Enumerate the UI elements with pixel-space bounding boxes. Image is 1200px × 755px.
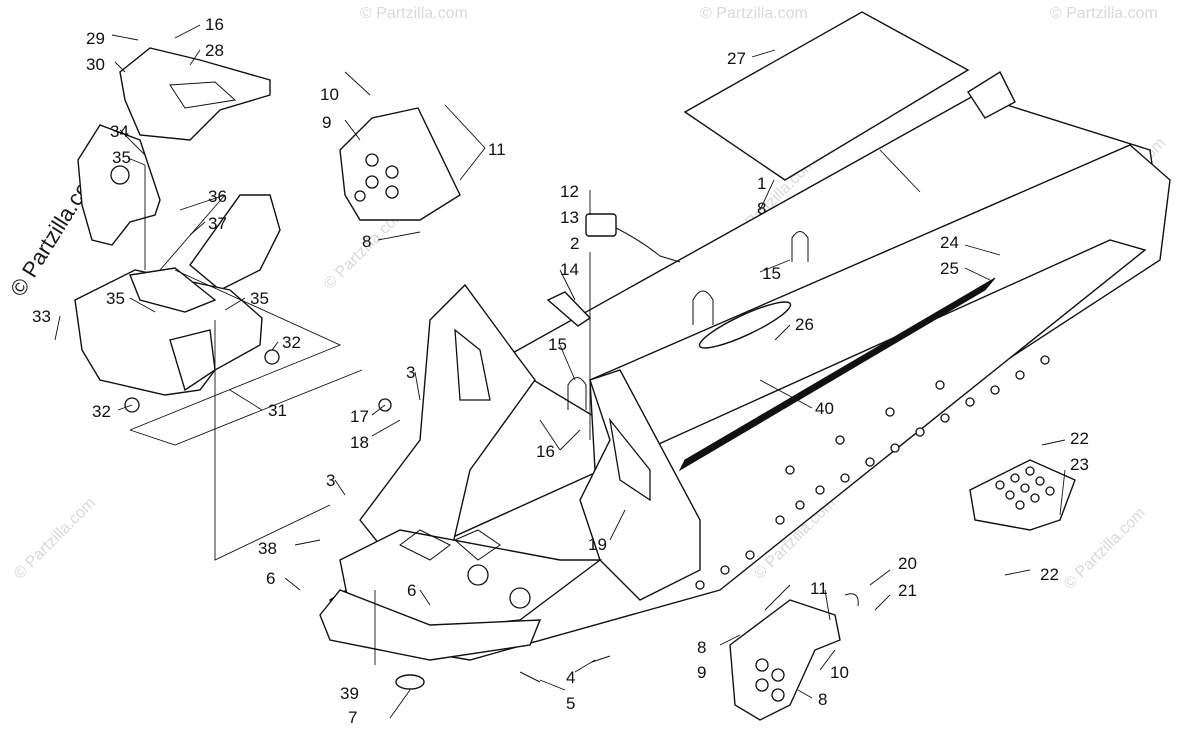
- foot-grip-part: [969, 459, 1076, 531]
- callout-10: 10: [320, 85, 339, 104]
- callout-3: 3: [406, 363, 415, 382]
- callout-6: 6: [407, 581, 416, 600]
- callout-22: 22: [1040, 565, 1059, 584]
- callout-38: 38: [258, 539, 277, 558]
- callout-8: 8: [697, 638, 706, 657]
- tunnel-plate-part: [683, 11, 970, 181]
- callout-31: 31: [268, 401, 287, 420]
- callout-15: 15: [548, 335, 567, 354]
- callout-8: 8: [362, 232, 371, 251]
- callout-12: 12: [560, 182, 579, 201]
- callout-28: 28: [205, 41, 224, 60]
- module-cable: [615, 227, 681, 263]
- callout-6: 6: [266, 569, 275, 588]
- leader-lines: [54, 24, 1066, 719]
- watermark-tile: © Partzilla.com: [700, 5, 808, 22]
- callout-13: 13: [560, 208, 579, 227]
- callout-8: 8: [818, 690, 827, 709]
- callout-34: 34: [110, 122, 129, 141]
- watermark-tile: © Partzilla.com: [11, 495, 99, 583]
- callout-29: 29: [86, 29, 105, 48]
- watermark-tile: © Partzilla.com: [1050, 5, 1158, 22]
- callout-labels: 27 1 8 15 26 24 25 40 22 23 22 20 21 19 …: [32, 15, 1089, 727]
- callout-9: 9: [697, 663, 706, 682]
- callout-35: 35: [112, 148, 131, 167]
- callout-9: 9: [322, 113, 331, 132]
- u-bolt-part: [567, 377, 587, 410]
- callout-40: 40: [815, 399, 834, 418]
- electrical-module-part: [585, 213, 617, 237]
- callout-8: 8: [757, 199, 766, 218]
- callout-26: 26: [795, 315, 814, 334]
- callout-30: 30: [86, 55, 105, 74]
- callout-18: 18: [350, 433, 369, 452]
- callout-11: 11: [488, 140, 506, 159]
- callout-19: 19: [588, 535, 607, 554]
- callout-37: 37: [208, 214, 227, 233]
- nut-part: [264, 349, 280, 365]
- footrest-upper-part: [339, 107, 461, 221]
- watermark-tile: © Partzilla.com: [1061, 505, 1149, 593]
- tunnel-chassis-part: [319, 70, 1171, 661]
- callout-16: 16: [536, 442, 555, 461]
- foot-grip-holes: [995, 466, 1055, 510]
- callout-33: 33: [32, 307, 51, 326]
- u-bolt-part: [791, 231, 809, 262]
- watermark-tile: © Partzilla.com: [360, 5, 468, 22]
- callout-2: 2: [570, 234, 579, 253]
- callout-1: 1: [757, 174, 766, 193]
- callout-3: 3: [326, 471, 335, 490]
- callout-17: 17: [350, 407, 369, 426]
- callout-35: 35: [106, 289, 125, 308]
- callout-32: 32: [282, 333, 301, 352]
- callout-24: 24: [940, 233, 959, 252]
- callout-35: 35: [250, 289, 269, 308]
- callout-39: 39: [340, 684, 359, 703]
- rail-holes: [695, 355, 1050, 590]
- footrest-lower-part: [729, 599, 841, 721]
- callout-15: 15: [762, 264, 781, 283]
- callout-25: 25: [940, 259, 959, 278]
- callout-11: 11: [810, 579, 828, 598]
- slot-plate-part: [698, 301, 792, 349]
- callout-32: 32: [92, 402, 111, 421]
- bolt-part: [519, 671, 541, 683]
- bolt-part: [591, 655, 611, 663]
- callout-20: 20: [898, 554, 917, 573]
- callout-36: 36: [208, 187, 227, 206]
- steering-post-assembly: [74, 47, 281, 396]
- callout-10: 10: [830, 663, 849, 682]
- u-bolt-part: [692, 290, 714, 325]
- callout-23: 23: [1070, 455, 1089, 474]
- callout-4: 4: [566, 668, 575, 687]
- callout-27: 27: [727, 49, 746, 68]
- callout-22: 22: [1070, 429, 1089, 448]
- callout-21: 21: [898, 581, 917, 600]
- callout-14: 14: [560, 260, 579, 279]
- callout-7: 7: [348, 708, 357, 727]
- grommet-part: [395, 674, 425, 690]
- callout-5: 5: [566, 694, 575, 713]
- callout-16: 16: [205, 15, 224, 34]
- clip-part: [844, 593, 859, 607]
